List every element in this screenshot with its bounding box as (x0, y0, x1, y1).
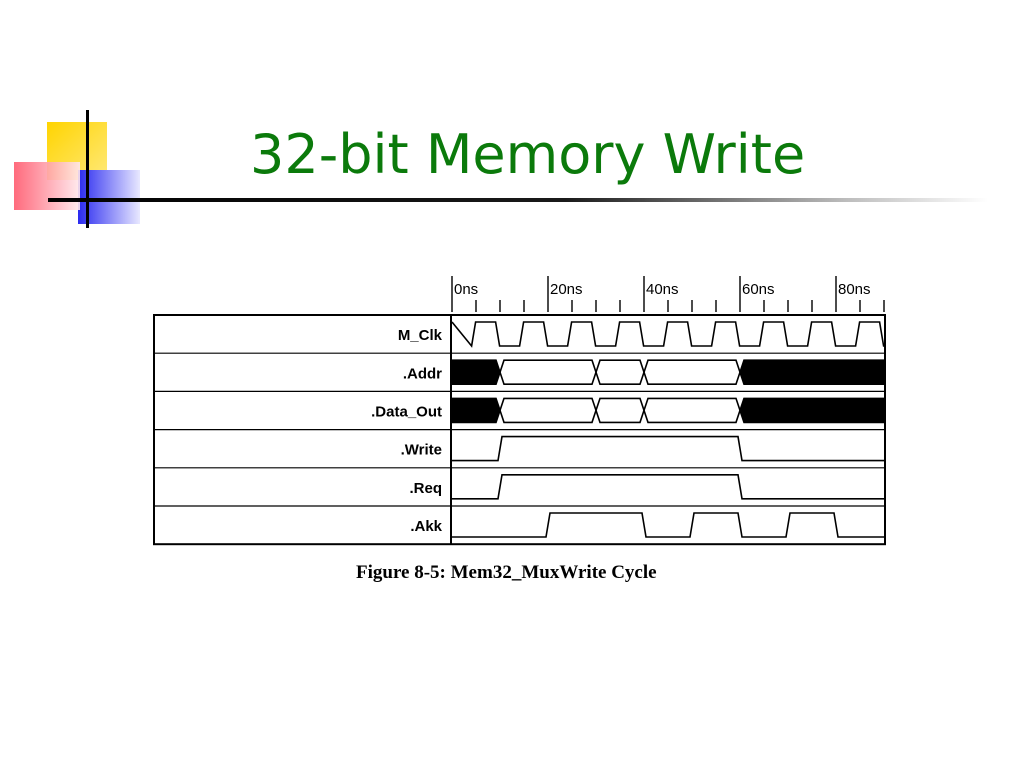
bus-undefined-segment (739, 397, 885, 424)
bus-valid-segment (643, 397, 741, 424)
signal-label: .Akk (410, 518, 442, 535)
level-waveform (452, 512, 884, 538)
bus-undefined-segment (451, 397, 501, 424)
bus-undefined-segment (451, 359, 501, 386)
time-tick-label: 20ns (550, 281, 583, 298)
bus-valid-segment (499, 359, 597, 386)
bus-valid-segment (499, 397, 597, 424)
time-tick-label: 0ns (454, 281, 478, 298)
bus-valid-segment (595, 397, 645, 424)
bus-valid-segment (595, 359, 645, 386)
signal-label: .Req (409, 480, 442, 497)
time-tick-label: 60ns (742, 281, 775, 298)
bus-undefined-segment (739, 359, 885, 386)
time-ruler: 0ns 20ns 40ns 60ns 80ns (451, 276, 885, 312)
time-tick-label: 40ns (646, 281, 679, 298)
signal-label: .Addr (403, 365, 442, 382)
level-waveform (452, 435, 884, 462)
title-underline (48, 198, 988, 202)
signal-label: M_Clk (398, 327, 443, 344)
time-tick-label: 80ns (838, 281, 871, 298)
clock-waveform (451, 321, 885, 348)
bus-valid-segment (643, 359, 741, 386)
signal-labels: M_Clk .Addr .Data_Out .Write .Req .Akk (371, 327, 443, 535)
waveforms (451, 321, 885, 538)
logo-vertical-line (86, 110, 89, 228)
signal-label: .Write (401, 442, 442, 459)
figure-caption: Figure 8-5: Mem32_MuxWrite Cycle (356, 562, 657, 583)
level-waveform (452, 473, 884, 500)
signal-table (153, 314, 886, 546)
signal-label: .Data_Out (371, 404, 442, 421)
corner-logo-decoration (14, 110, 140, 228)
slide-title: 32-bit Memory Write (250, 123, 806, 186)
